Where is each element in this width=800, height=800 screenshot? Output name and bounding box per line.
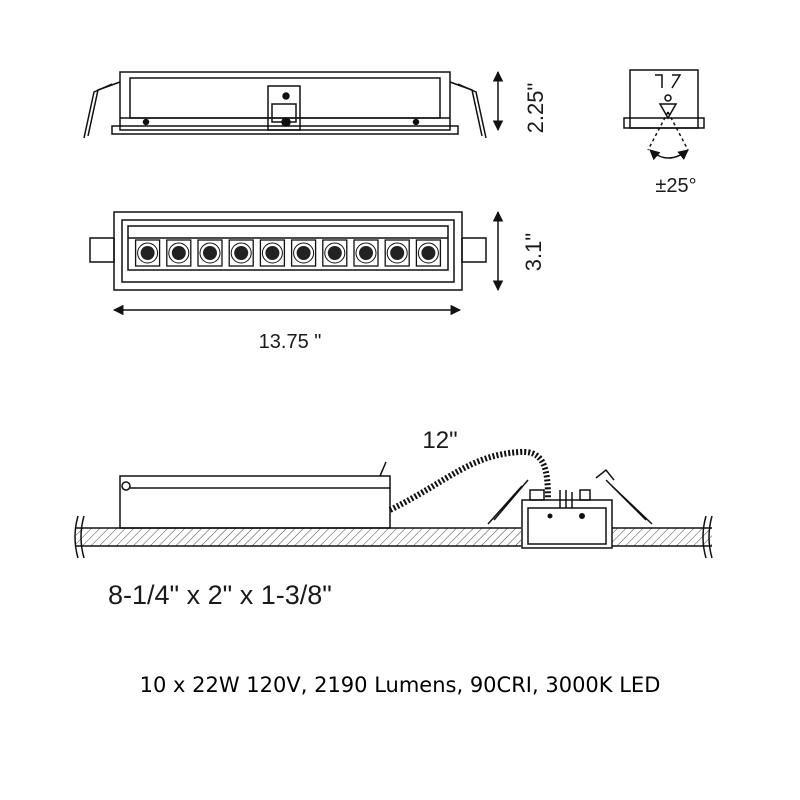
fixture-front-view xyxy=(89,211,487,291)
length-label: 13.75 " xyxy=(259,331,322,353)
led-module xyxy=(322,239,348,267)
led-module xyxy=(134,239,161,267)
led-module xyxy=(197,239,223,267)
fixture-end-view xyxy=(623,69,705,161)
led-module xyxy=(228,239,254,267)
led-module xyxy=(415,239,442,267)
ceiling-section-left xyxy=(76,528,521,546)
tilt-label: ±25° xyxy=(655,175,696,197)
fixture-side-view xyxy=(83,71,487,139)
installation-view xyxy=(74,448,713,559)
cable-length-label: 12" xyxy=(422,427,457,454)
ceiling-section-right xyxy=(612,528,712,546)
led-array xyxy=(134,239,442,267)
junction-box-dimension-label: 8-1/4" x 2" x 1-3/8" xyxy=(108,580,332,610)
specification-line: 10 x 22W 120V, 2190 Lumens, 90CRI, 3000K… xyxy=(140,673,661,697)
led-module xyxy=(290,239,317,267)
led-module xyxy=(166,239,192,267)
width-label: 3.1" xyxy=(521,233,546,271)
led-module xyxy=(259,239,286,267)
height-label: 2.25" xyxy=(523,83,548,134)
led-module xyxy=(353,239,379,267)
led-module xyxy=(384,239,410,267)
